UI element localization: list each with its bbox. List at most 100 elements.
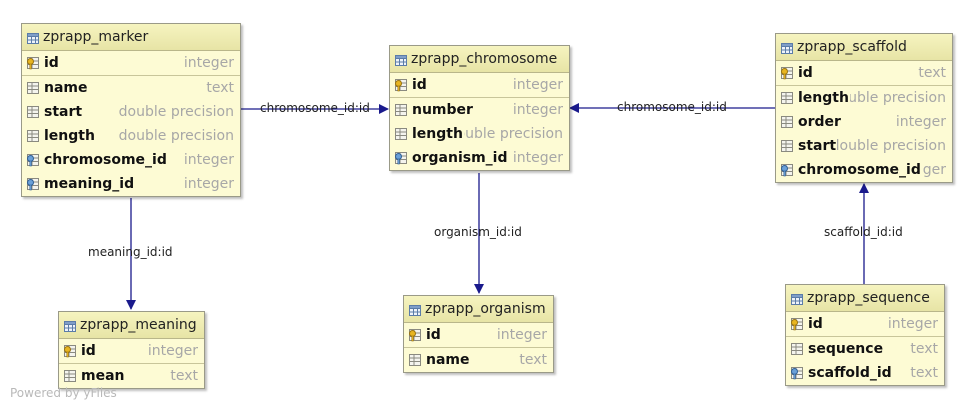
column-icon — [26, 129, 40, 143]
column-icon — [26, 105, 40, 119]
column-type: integer — [512, 102, 563, 118]
column-type: text — [519, 352, 547, 368]
primary-key-icon — [394, 78, 408, 92]
column-type: integer — [895, 114, 946, 130]
table-header[interactable]: zprapp_sequence — [786, 285, 944, 312]
table-name: zprapp_meaning — [80, 317, 197, 333]
column-name: length — [44, 128, 96, 144]
column-type: text — [910, 365, 938, 381]
column-type: integer — [496, 327, 547, 343]
column-type: double precision — [447, 126, 563, 142]
table-icon — [64, 320, 76, 332]
column-type: integer — [147, 343, 198, 359]
column-name: organism_id — [412, 150, 509, 166]
column-type: text — [206, 80, 234, 96]
column-name: sequence — [808, 341, 885, 357]
column-row[interactable]: id text — [776, 61, 952, 86]
relation-label: organism_id:id — [434, 225, 522, 239]
column-icon — [780, 91, 794, 105]
powered-by-footer: Powered by yFiles — [10, 386, 117, 400]
column-name: start — [798, 138, 838, 154]
column-name: scaffold_id — [808, 365, 893, 381]
table-icon — [791, 293, 803, 305]
table-icon — [409, 304, 421, 316]
column-type: integer — [183, 152, 234, 168]
column-name: length — [798, 90, 850, 106]
column-name: number — [412, 102, 474, 118]
table-header[interactable]: zprapp_marker — [22, 24, 240, 51]
table-header[interactable]: zprapp_scaffold — [776, 34, 952, 61]
foreign-key-icon — [394, 151, 408, 165]
column-row[interactable]: id integer — [404, 323, 553, 348]
foreign-key-icon — [780, 163, 794, 177]
column-type: double precision — [830, 138, 946, 154]
column-row[interactable]: scaffold_id text — [786, 361, 944, 385]
column-name: id — [44, 55, 60, 71]
column-icon — [780, 139, 794, 153]
column-name: chromosome_id — [798, 162, 922, 178]
column-row[interactable]: chromosome_id integer — [22, 148, 240, 172]
table-name: zprapp_scaffold — [797, 39, 907, 55]
column-name: id — [798, 65, 814, 81]
table-name: zprapp_organism — [425, 301, 546, 317]
column-type: text — [910, 341, 938, 357]
column-name: id — [426, 327, 442, 343]
relation-label: chromosome_id:id — [260, 101, 370, 115]
column-row[interactable]: name text — [404, 348, 553, 372]
relation-label: chromosome_id:id — [617, 100, 727, 114]
relation-label: scaffold_id:id — [824, 225, 903, 239]
column-type: double precision — [118, 104, 234, 120]
table-header[interactable]: zprapp_organism — [404, 296, 553, 323]
column-icon — [26, 81, 40, 95]
column-row[interactable]: mean text — [59, 364, 204, 388]
foreign-key-icon — [26, 153, 40, 167]
table-header[interactable]: zprapp_chromosome — [390, 46, 569, 73]
primary-key-icon — [63, 344, 77, 358]
column-name: chromosome_id — [44, 152, 168, 168]
column-name: start — [44, 104, 84, 120]
column-type: integer — [183, 176, 234, 192]
column-name: order — [798, 114, 842, 130]
column-name: length — [412, 126, 464, 142]
table-header[interactable]: zprapp_meaning — [59, 312, 204, 339]
column-row[interactable]: sequence text — [786, 337, 944, 361]
primary-key-icon — [26, 56, 40, 70]
table-name: zprapp_sequence — [807, 290, 930, 306]
column-type: text — [918, 65, 946, 81]
column-type: integer — [512, 150, 563, 166]
column-row[interactable]: order integer — [776, 110, 952, 134]
column-name: mean — [81, 368, 126, 384]
table-name: zprapp_chromosome — [411, 51, 558, 67]
column-icon — [63, 369, 77, 383]
column-type: integer — [887, 316, 938, 332]
primary-key-icon — [790, 317, 804, 331]
column-row[interactable]: start double precision — [22, 100, 240, 124]
column-row[interactable]: number integer — [390, 98, 569, 122]
column-icon — [394, 103, 408, 117]
column-type: integer — [512, 77, 563, 93]
table-icon — [395, 54, 407, 66]
column-name: name — [426, 352, 471, 368]
column-icon — [790, 342, 804, 356]
primary-key-icon — [780, 66, 794, 80]
column-type: text — [170, 368, 198, 384]
